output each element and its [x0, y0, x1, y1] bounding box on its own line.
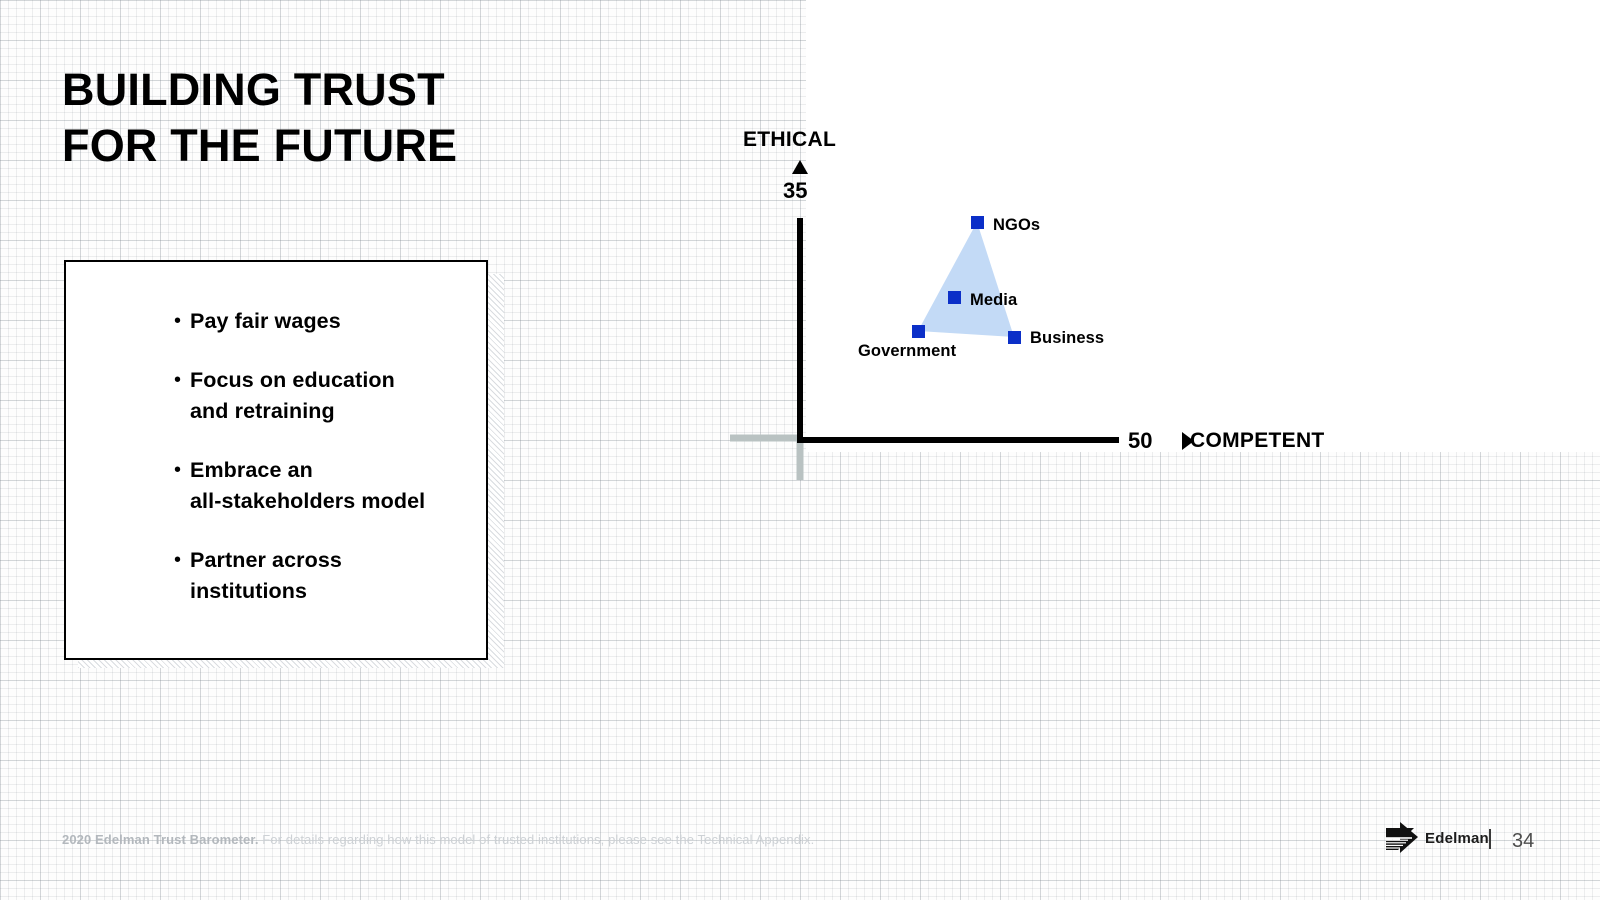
bullet-dot-icon: •	[174, 549, 182, 571]
up-arrow-icon	[792, 160, 808, 174]
bullet-dot-icon: •	[174, 369, 182, 391]
data-point-government[interactable]	[912, 325, 925, 338]
bullet-box: • Pay fair wages • Focus on education an…	[64, 260, 488, 660]
list-item-label: Partner across institutions	[190, 548, 342, 603]
chart-canvas	[730, 160, 1194, 480]
page-number: 34	[1512, 830, 1535, 852]
list-item-label: Embrace an all-stakeholders model	[190, 458, 426, 513]
data-point-ngos[interactable]	[971, 216, 984, 229]
footer-separator	[1489, 829, 1491, 849]
y-axis-value: 35	[783, 178, 808, 203]
trust-quadrant-chart: ETHICAL 35 50 COMPETENT NGOs Media Gover…	[730, 120, 1390, 480]
list-item: • Focus on education and retraining	[174, 365, 504, 427]
x-axis-value: 50	[1128, 428, 1153, 453]
list-item-label: Focus on education and retraining	[190, 368, 395, 423]
edelman-logo-wordmark: Edelman	[1425, 829, 1489, 847]
data-label-media: Media	[970, 291, 1018, 309]
footer-note-text: For details regarding how this model of …	[258, 832, 815, 847]
data-point-media[interactable]	[948, 291, 961, 304]
bullet-list: • Pay fair wages • Focus on education an…	[174, 306, 504, 635]
footer-source-note: 2020 Edelman Trust Barometer. For detail…	[62, 832, 814, 847]
edelman-logo: Edelman	[1384, 820, 1489, 856]
y-axis-label: ETHICAL	[743, 128, 837, 151]
data-label-business: Business	[1030, 329, 1105, 347]
data-point-business[interactable]	[1008, 331, 1021, 344]
list-item: • Embrace an all-stakeholders model	[174, 455, 504, 517]
data-label-ngos: NGOs	[993, 216, 1041, 234]
trust-triangle-shape	[918, 222, 1014, 337]
edelman-arrow-logo-icon	[1386, 822, 1418, 853]
list-item: • Partner across institutions	[174, 545, 504, 607]
data-label-government: Government	[858, 342, 957, 360]
x-axis-label: COMPETENT	[1190, 429, 1325, 452]
white-content-panel	[806, 0, 1600, 452]
bullet-dot-icon: •	[174, 459, 182, 481]
right-arrow-icon	[1182, 432, 1194, 450]
footer-source-bold: 2020 Edelman Trust Barometer.	[62, 832, 259, 847]
page-title: BUILDING TRUST FOR THE FUTURE	[62, 64, 458, 171]
list-item: • Pay fair wages	[174, 306, 504, 337]
list-item-label: Pay fair wages	[190, 309, 341, 333]
bullet-dot-icon: •	[174, 310, 182, 332]
